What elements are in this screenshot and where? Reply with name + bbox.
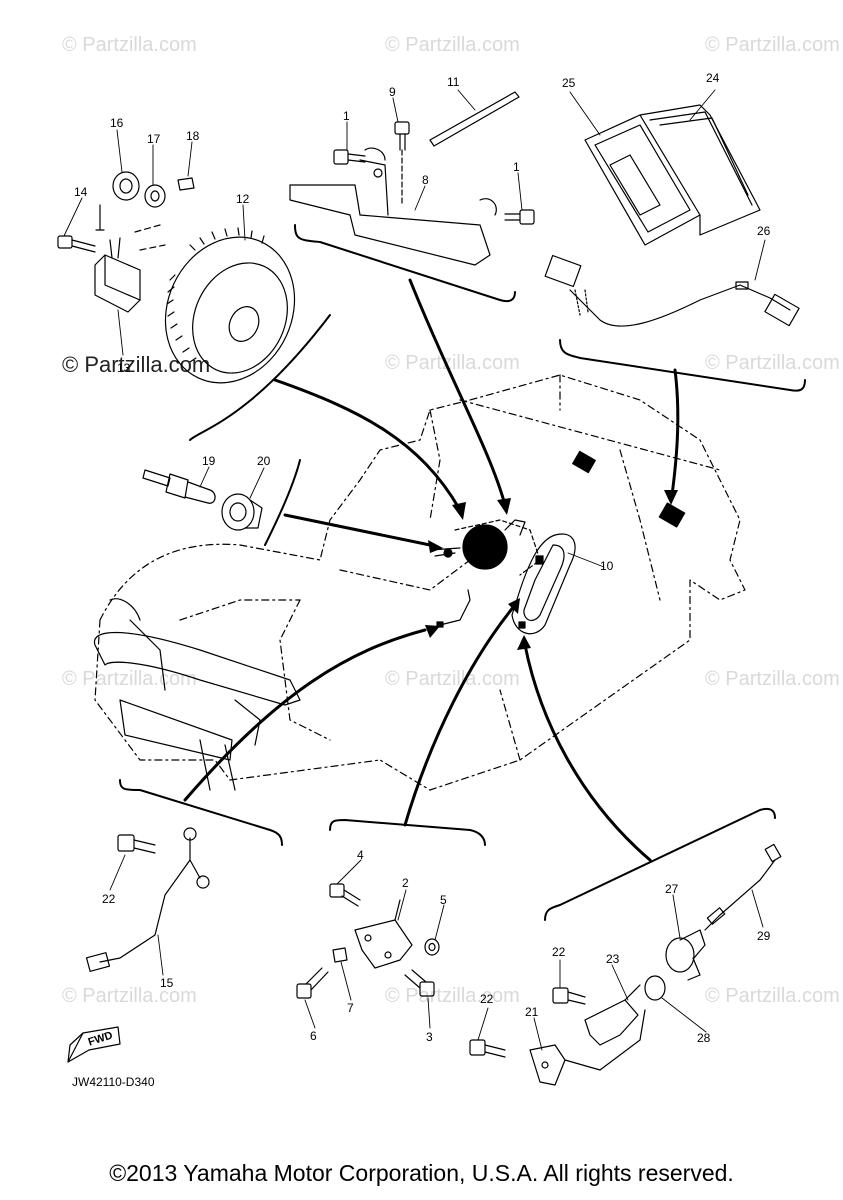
grommet-20 [221, 493, 263, 531]
callout-3[interactable]: 3 [426, 1030, 433, 1044]
bolt-22b [552, 987, 586, 1005]
callout-23[interactable]: 23 [606, 952, 620, 966]
watermark: © Partzilla.com [705, 985, 840, 1007]
pickup-coil-location [511, 533, 576, 635]
callout-1[interactable]: 1 [343, 109, 350, 123]
watermark: © Partzilla.com [385, 985, 520, 1007]
watermark: © Partzilla.com [62, 34, 197, 56]
callout-17[interactable]: 17 [147, 132, 161, 146]
harness-15 [85, 827, 210, 972]
callout-22[interactable]: 22 [102, 892, 116, 906]
flywheel-rotor-12 [164, 227, 296, 384]
callout-14[interactable]: 14 [74, 185, 88, 199]
callout-21[interactable]: 21 [525, 1005, 539, 1019]
key-18 [177, 177, 195, 191]
bolt-22a [117, 834, 156, 854]
ecu-location-mark [658, 502, 686, 528]
callout-11[interactable]: 11 [447, 75, 460, 89]
callout-22[interactable]: 22 [552, 945, 566, 959]
watermark: © Partzilla.com [705, 352, 840, 374]
sensor-bracket-23 [584, 984, 641, 1046]
callout-25[interactable]: 25 [562, 76, 576, 90]
group-brackets [119, 224, 806, 921]
callout-24[interactable]: 24 [706, 71, 720, 85]
bolt-14 [57, 235, 96, 253]
watermark: © Partzilla.com [705, 34, 840, 56]
callout-4[interactable]: 4 [357, 848, 364, 862]
bracket-stub [504, 519, 526, 536]
front-bumper [93, 598, 301, 791]
stay-21 [529, 1009, 646, 1086]
bracket-2 [354, 899, 413, 969]
ecu-24-25 [584, 104, 761, 246]
bolt-4 [329, 883, 361, 907]
ignition-coil-13 [94, 237, 141, 313]
harness-connector-mark [436, 621, 444, 628]
harness-26 [544, 254, 800, 327]
callout-19[interactable]: 19 [202, 454, 216, 468]
bolt-1a [333, 149, 366, 165]
callout-1[interactable]: 1 [513, 160, 520, 174]
callout-27[interactable]: 27 [665, 882, 679, 896]
callout-28[interactable]: 28 [697, 1031, 711, 1045]
arrowheads [425, 490, 678, 650]
sensor-27 [665, 929, 706, 981]
callout-22[interactable]: 22 [480, 992, 494, 1006]
callout-18[interactable]: 18 [186, 129, 200, 143]
callout-12[interactable]: 12 [236, 192, 250, 206]
cable-tie-11 [429, 91, 520, 147]
callout-29[interactable]: 29 [757, 929, 771, 943]
callout-16[interactable]: 16 [110, 116, 124, 130]
callout-9[interactable]: 9 [389, 85, 396, 99]
nut-16 [112, 171, 140, 201]
diagram-code: JW42110-D340 [72, 1075, 155, 1089]
bracket-8 [289, 147, 497, 266]
fwd-arrow-icon [67, 1026, 121, 1063]
callout-5[interactable]: 5 [440, 893, 447, 907]
bolt-6 [296, 967, 329, 999]
callout-13[interactable]: 13 [117, 361, 131, 375]
callout-2[interactable]: 2 [402, 876, 409, 890]
watermark: © Partzilla.com [385, 34, 520, 56]
o-ring-28 [644, 975, 666, 1001]
leader-arrows [183, 278, 680, 862]
watermark: © Partzilla.com [62, 352, 211, 377]
copyright-notice: ©2013 Yamaha Motor Corporation, U.S.A. A… [109, 1160, 734, 1186]
bolt-1b [504, 209, 535, 225]
assembly-guide [134, 224, 166, 251]
nut-5 [424, 938, 440, 956]
watermark: © Partzilla.com [62, 985, 197, 1007]
harness-stub [439, 589, 471, 626]
callout-20[interactable]: 20 [257, 454, 271, 468]
bolt-22c [469, 1039, 506, 1058]
callout-7[interactable]: 7 [347, 1001, 354, 1015]
washer-17 [144, 184, 166, 208]
watermark: © Partzilla.com [385, 668, 520, 690]
callout-leaders [63, 89, 766, 1051]
callout-10[interactable]: 10 [600, 559, 614, 573]
lead-29 [704, 843, 782, 931]
nut-7 [332, 947, 348, 963]
watermark: © Partzilla.com [385, 352, 520, 374]
bolt-9 [394, 121, 410, 206]
callout-6[interactable]: 6 [310, 1029, 317, 1043]
callout-8[interactable]: 8 [422, 173, 429, 187]
ignition-shaft [95, 204, 105, 231]
callout-15[interactable]: 15 [160, 976, 174, 990]
watermark: © Partzilla.com [705, 668, 840, 690]
callout-26[interactable]: 26 [757, 224, 771, 238]
ecu-mount-mark [572, 450, 596, 474]
spark-plug-19 [142, 469, 216, 504]
engine-magneto-location [429, 519, 541, 576]
bolt-3 [404, 969, 435, 997]
